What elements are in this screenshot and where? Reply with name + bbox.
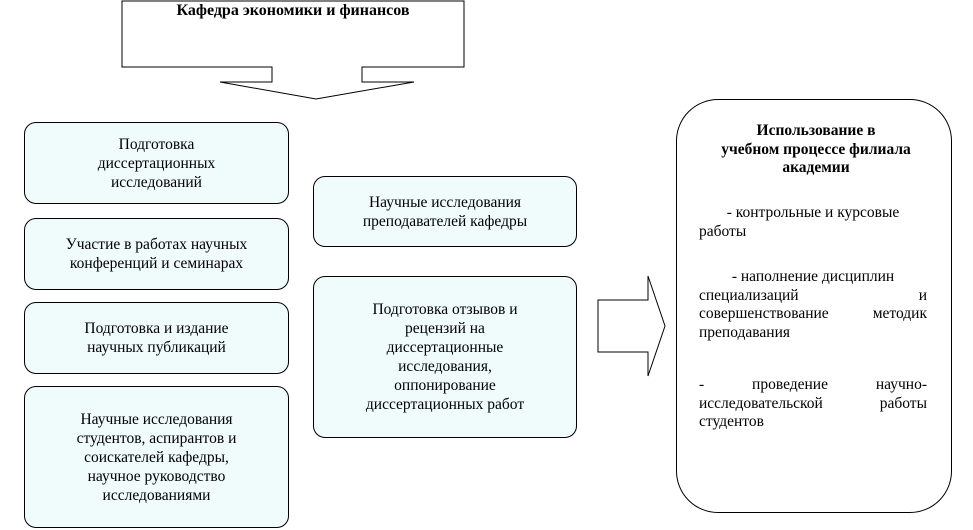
use-item-line: преподавания xyxy=(699,323,791,341)
activity-text-line: исследования, xyxy=(398,358,492,375)
activity-text-line: Участие в работах научных xyxy=(65,236,248,253)
header-callout-shape xyxy=(121,0,465,100)
activity-text-line: научное руководство xyxy=(87,467,226,485)
use-item-line: студентов xyxy=(699,413,764,430)
activity-text-line: диссертационные xyxy=(386,339,504,356)
educational-use-title: Использование в учебном процессе филиала… xyxy=(691,122,941,178)
use-title-line: академии xyxy=(782,159,850,176)
activity-box-reviews: Подготовка отзывов и рецензий на диссерт… xyxy=(313,276,577,438)
activity-text-line: Подготовка xyxy=(118,135,195,153)
activity-text-line: Научные исследования xyxy=(368,193,522,211)
use-item-disciplines: - наполнение дисциплин специализаций и с… xyxy=(699,268,927,342)
use-item-line: - наполнение дисциплин xyxy=(731,268,895,285)
activity-text-line: исследований xyxy=(111,173,202,191)
use-item-line: работы xyxy=(699,222,747,240)
activity-text-line: преподавателей кафедры xyxy=(362,212,528,230)
use-item-line: - контрольные и курсовые xyxy=(726,204,900,221)
activity-text-line: оппонирование xyxy=(394,377,496,394)
activity-text-line: Научные исследования xyxy=(80,410,233,428)
use-item-line: исследовательской работы xyxy=(699,394,927,412)
activity-text-line: конференций и семинарах xyxy=(69,255,244,272)
use-item-line: - проведение научно- xyxy=(699,376,927,393)
use-title-line: Использование в xyxy=(756,122,876,139)
activity-text-line: Подготовка и издание xyxy=(84,320,229,337)
educational-use-panel: Использование в учебном процессе филиала… xyxy=(676,99,952,513)
use-title-line: учебном процессе филиала xyxy=(721,140,911,158)
activity-text-line: студентов, аспирантов и xyxy=(76,429,237,447)
activity-box-dissertations: Подготовка диссертационных исследований xyxy=(24,122,289,204)
use-item-line: совершенствование методик xyxy=(699,305,927,322)
activity-text-line: диссертационных работ xyxy=(365,396,525,413)
activity-text-line: рецензий на xyxy=(405,320,485,337)
right-arrow-shape xyxy=(597,275,666,377)
activity-box-conferences: Участие в работах научных конференций и … xyxy=(24,218,289,290)
activity-text-line: Подготовка отзывов и xyxy=(372,301,518,318)
use-item-student-research: - проведение научно- исследовательской р… xyxy=(699,376,927,432)
activity-text-line: исследованиями xyxy=(102,486,211,504)
activity-box-student-research: Научные исследования студентов, аспирант… xyxy=(24,386,289,528)
use-item-line: специализаций и xyxy=(699,286,927,304)
activity-box-faculty-research: Научные исследования преподавателей кафе… xyxy=(313,176,577,247)
activity-box-publications: Подготовка и издание научных публикаций xyxy=(24,302,289,374)
activity-text-line: диссертационных xyxy=(97,154,216,172)
department-title: Кафедра экономики и финансов xyxy=(176,2,410,19)
activity-text-line: научных публикаций xyxy=(87,339,226,356)
activity-text-line: соискателей кафедры, xyxy=(84,448,229,466)
use-item-coursework: - контрольные и курсовые работы xyxy=(699,204,927,241)
